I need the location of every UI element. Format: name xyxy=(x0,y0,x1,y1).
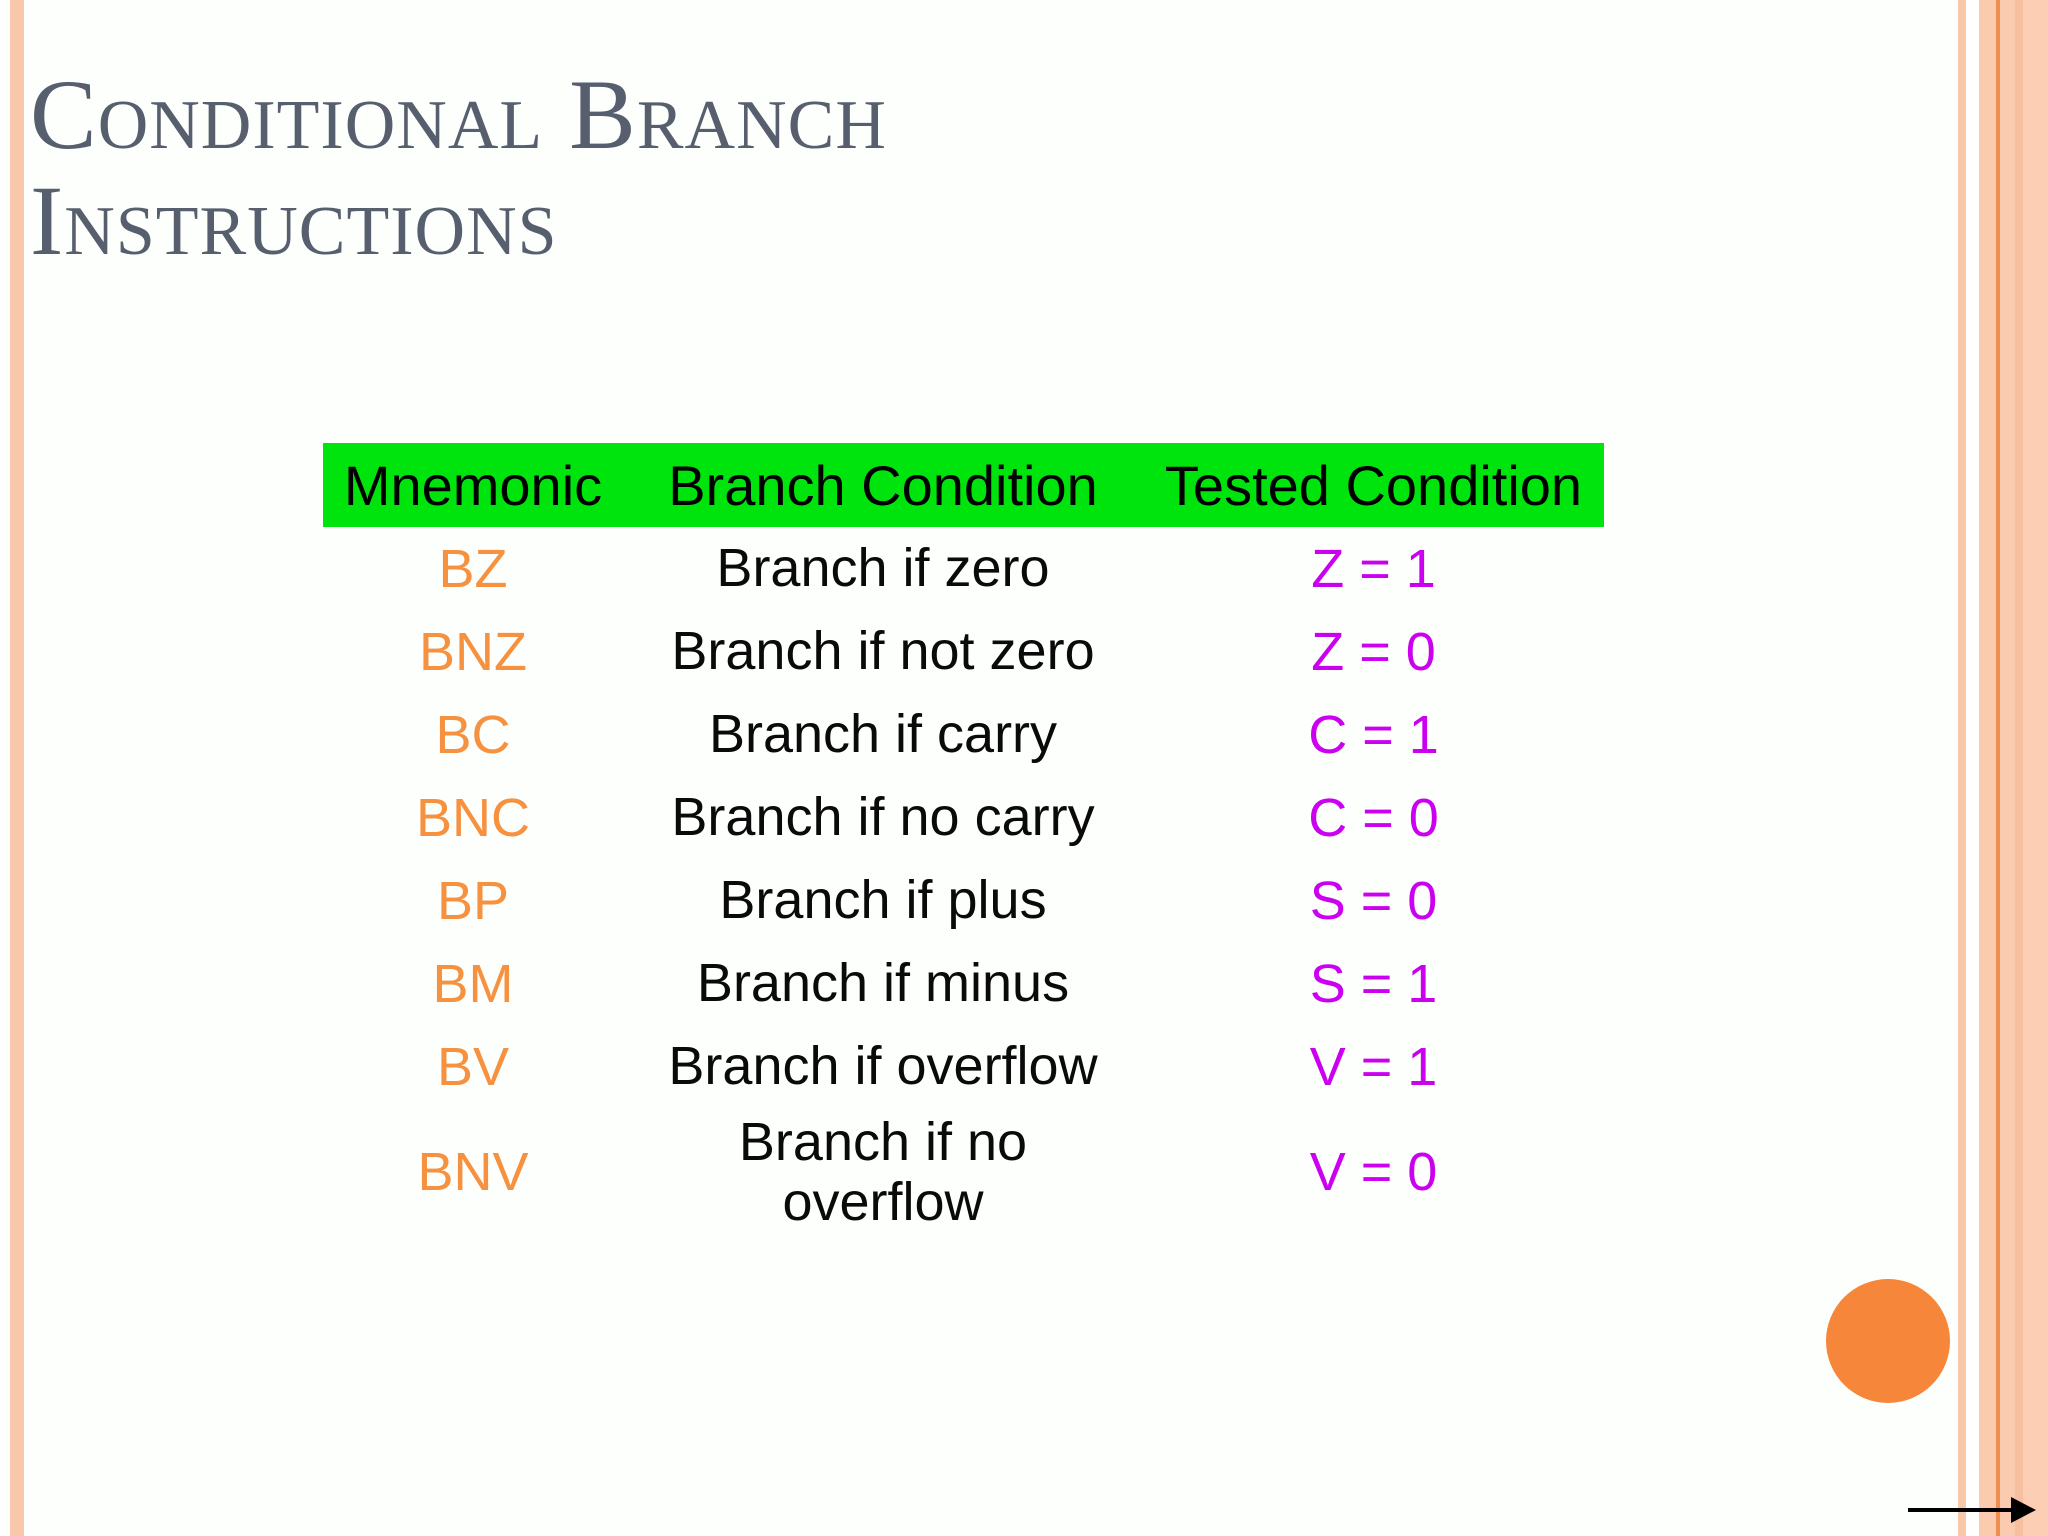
right-border-stripe xyxy=(2015,0,2023,1536)
branch-condition-cell: Branch if minus xyxy=(696,953,1070,1014)
tested-condition-cell: C = 0 xyxy=(1308,787,1439,848)
tested-condition-cell: V = 0 xyxy=(1309,1142,1438,1202)
right-border-stripe xyxy=(1979,0,1996,1536)
column-header-mnemonic: Mnemonic xyxy=(343,453,603,517)
mnemonic-cell: BNZ xyxy=(419,621,527,682)
circle-icon xyxy=(1826,1279,1950,1403)
tested-condition-cell: S = 0 xyxy=(1309,870,1438,931)
table-row: BP Branch if plus S = 0 xyxy=(323,859,1604,942)
arrow-head xyxy=(2011,1497,2036,1523)
tested-condition-cell: V = 1 xyxy=(1309,1036,1438,1097)
table-header-row: Mnemonic Branch Condition Tested Conditi… xyxy=(323,443,1604,527)
branch-condition-cell: Branch if no overflow xyxy=(623,1112,1143,1233)
mnemonic-cell: BV xyxy=(436,1036,510,1097)
tested-condition-cell: C = 1 xyxy=(1308,704,1439,765)
branch-condition-cell: Branch if plus xyxy=(719,870,1047,931)
branch-instructions-table: Mnemonic Branch Condition Tested Conditi… xyxy=(323,443,1604,1236)
mnemonic-cell: BP xyxy=(436,870,510,931)
left-border-stripe xyxy=(10,0,24,1536)
tested-condition-cell: Z = 0 xyxy=(1311,621,1436,682)
branch-condition-cell: Branch if not zero xyxy=(671,621,1095,682)
mnemonic-cell: BNC xyxy=(415,787,530,848)
table-row: BNV Branch if no overflow V = 0 xyxy=(323,1108,1604,1236)
table-row: BNZ Branch if not zero Z = 0 xyxy=(323,610,1604,693)
table-row: BV Branch if overflow V = 1 xyxy=(323,1025,1604,1108)
mnemonic-cell: BNV xyxy=(417,1142,529,1202)
mnemonic-cell: BC xyxy=(435,704,511,765)
table-row: BNC Branch if no carry C = 0 xyxy=(323,776,1604,859)
column-header-branch-condition: Branch Condition xyxy=(668,453,1098,517)
right-border-stripe xyxy=(2000,0,2015,1536)
branch-condition-cell: Branch if overflow xyxy=(668,1036,1098,1097)
arrow-shaft xyxy=(1908,1508,2014,1512)
table-row: BZ Branch if zero Z = 1 xyxy=(323,527,1604,610)
branch-condition-text: Branch if no overflow xyxy=(738,1111,1028,1232)
table-row: BM Branch if minus S = 1 xyxy=(323,942,1604,1025)
tested-condition-cell: S = 1 xyxy=(1309,953,1438,1014)
branch-condition-cell: Branch if no carry xyxy=(671,787,1095,848)
right-border-accent-line xyxy=(1996,0,2000,1536)
mnemonic-cell: BZ xyxy=(438,538,508,599)
branch-condition-cell: Branch if zero xyxy=(716,538,1050,599)
column-header-tested-condition: Tested Condition xyxy=(1164,453,1583,517)
branch-condition-cell: Branch if carry xyxy=(708,704,1058,765)
right-border-stripe xyxy=(1966,0,1979,1536)
table-row: BC Branch if carry C = 1 xyxy=(323,693,1604,776)
mnemonic-cell: BM xyxy=(432,953,514,1014)
right-border-stripe xyxy=(2023,0,2048,1536)
page-title: Conditional Branch Instructions xyxy=(30,59,887,276)
tested-condition-cell: Z = 1 xyxy=(1311,538,1436,599)
right-border-stripe xyxy=(1958,0,1966,1536)
next-arrow-icon[interactable] xyxy=(1908,1496,2036,1524)
